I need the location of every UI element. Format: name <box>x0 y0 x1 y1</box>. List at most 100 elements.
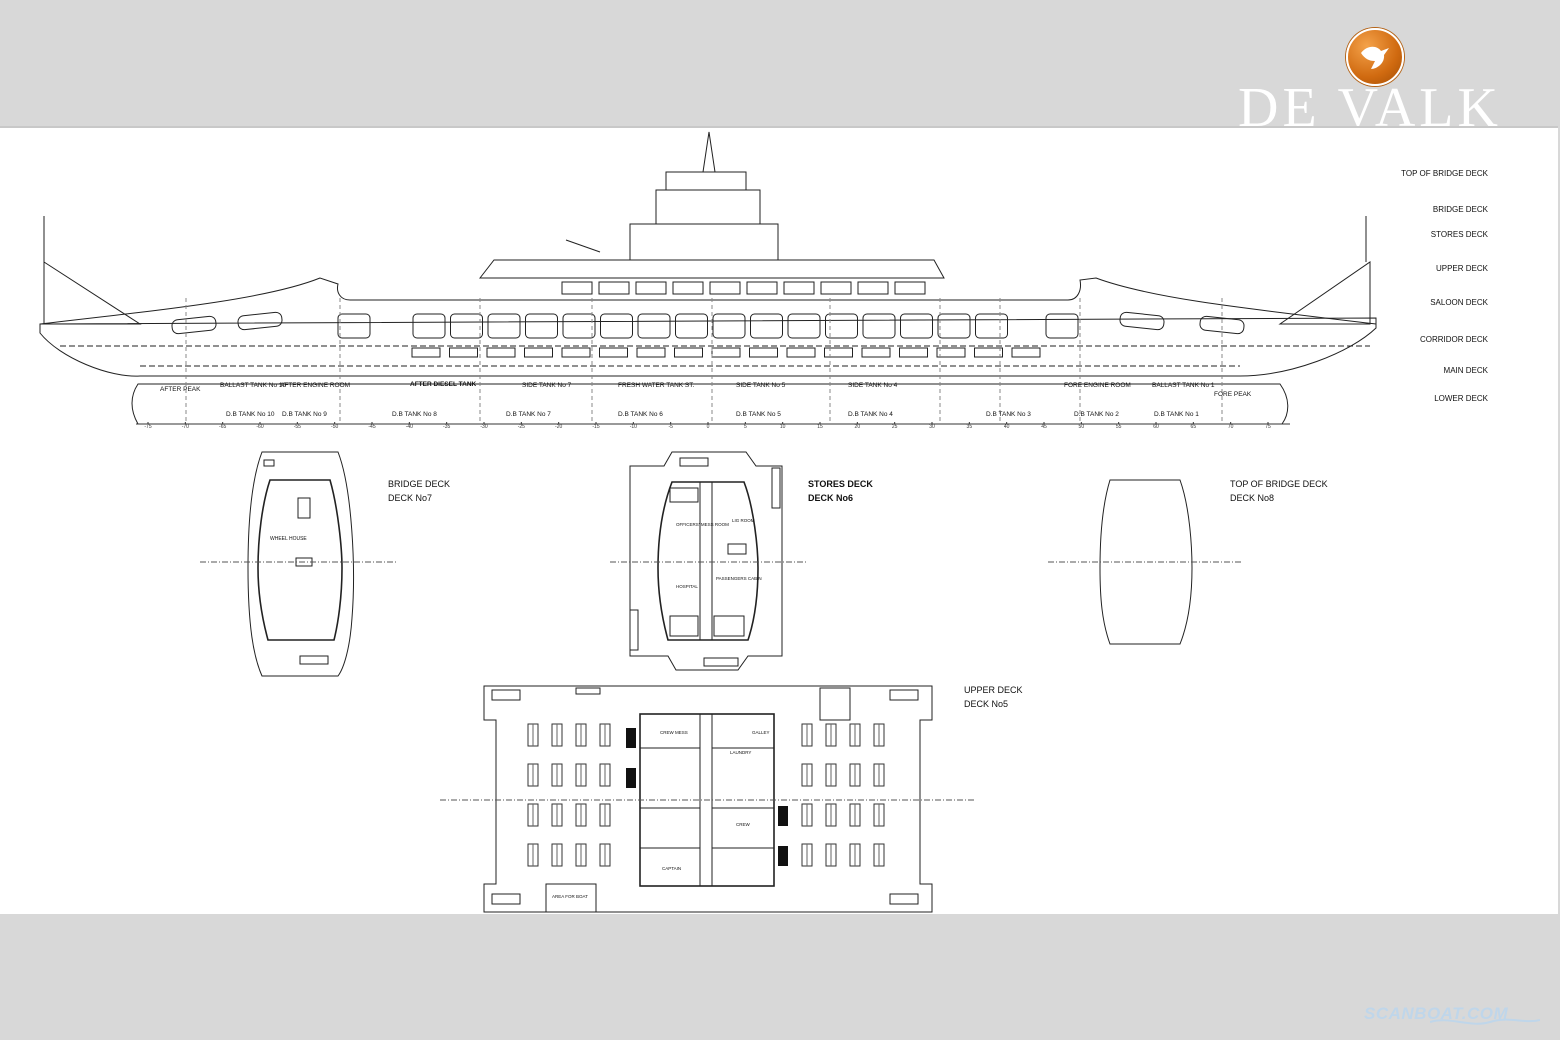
bow-ramp <box>1278 261 1371 325</box>
frame-mark: -55 <box>294 424 301 430</box>
stores-deck-plan <box>610 451 806 671</box>
frame-mark: -50 <box>331 424 338 430</box>
frame-mark: 65 <box>1191 424 1197 430</box>
db-tank-label: D.B TANK No 4 <box>848 411 893 418</box>
db-tank-label: D.B TANK No 2 <box>1074 411 1119 418</box>
frame-mark: -70 <box>182 424 189 430</box>
frame-mark: 40 <box>1004 424 1010 430</box>
db-tank-label: D.B TANK No 6 <box>618 411 663 418</box>
bridge-deck-plan <box>200 451 398 677</box>
db-tank-label: D.B TANK No 1 <box>1154 411 1199 418</box>
stores-deck-title: STORES DECK <box>808 479 873 489</box>
falcon-logo-icon <box>1346 28 1404 86</box>
db-tank-label: D.B TANK No 9 <box>282 411 327 418</box>
frame-mark: -5 <box>668 424 673 430</box>
frame-mark: 0 <box>707 424 710 430</box>
frame-mark: -65 <box>219 424 226 430</box>
boat-area-label: AREA FOR BOAT <box>552 894 588 899</box>
bridge-deck-title: BRIDGE DECK <box>388 479 450 489</box>
frame-mark: 30 <box>929 424 935 430</box>
frame-mark: -75 <box>144 424 151 430</box>
deck-level-label: TOP OF BRIDGE DECK <box>1401 169 1488 178</box>
frame-mark: -35 <box>443 424 450 430</box>
tank-label: FORE PEAK <box>1214 391 1252 398</box>
frame-mark: -40 <box>406 424 413 430</box>
frame-mark: -45 <box>368 424 375 430</box>
stores-deck-house <box>629 223 779 261</box>
frame-mark: 10 <box>780 424 786 430</box>
frame-mark: 45 <box>1041 424 1047 430</box>
tank-label: FORE ENGINE ROOM <box>1064 382 1131 389</box>
bulkhead-lines <box>185 298 1223 424</box>
frame-mark: -10 <box>630 424 637 430</box>
brand-logo: DE VALK <box>1236 22 1536 136</box>
upper-window-row <box>561 281 926 295</box>
deck-level-label: BRIDGE DECK <box>1433 205 1489 214</box>
hull-lower <box>131 383 1289 425</box>
deck-level-label: LOWER DECK <box>1434 394 1488 403</box>
passenger-seating <box>527 723 885 867</box>
deck-level-label: SALOON DECK <box>1430 298 1488 307</box>
officers-mess-label: OFFICERS' MESS ROOM <box>676 522 729 527</box>
frame-mark: -60 <box>256 424 263 430</box>
frame-mark: -20 <box>555 424 562 430</box>
mast <box>702 131 716 173</box>
frame-mark: -25 <box>518 424 525 430</box>
drawing-sheet: TOP OF BRIDGE DECK BRIDGE DECK STORES DECK… <box>0 126 1558 914</box>
frame-mark: 15 <box>817 424 823 430</box>
frame-mark: -30 <box>480 424 487 430</box>
saloon-deck-house <box>478 259 945 279</box>
captain-label: CAPTAIN <box>662 866 681 871</box>
tank-label: SIDE TANK No 7 <box>522 382 572 389</box>
upper-deck-black-blocks <box>626 728 788 866</box>
db-tank-label: D.B TANK No 8 <box>392 411 437 418</box>
frame-mark: -15 <box>592 424 599 430</box>
upper-deck-title: UPPER DECK <box>964 685 1023 695</box>
db-tank-label: D.B TANK No 7 <box>506 411 551 418</box>
upper-deck-subtitle: DECK No5 <box>964 699 1008 709</box>
deck-level-labels: TOP OF BRIDGE DECK BRIDGE DECK STORES DECK… <box>1401 169 1489 403</box>
bridge-house <box>655 189 761 225</box>
tank-label: AFTER ENGINE ROOM <box>280 382 350 389</box>
deck-level-label: CORRIDOR DECK <box>1420 335 1489 344</box>
db-tank-label: D.B TANK No 10 <box>226 411 275 418</box>
deck-level-label: MAIN DECK <box>1444 366 1489 375</box>
wheel-house-label: WHEEL HOUSE <box>270 536 307 542</box>
frame-mark: 55 <box>1116 424 1122 430</box>
tank-label: BALLAST TANK No 1 <box>1152 382 1215 389</box>
deck-level-label: STORES DECK <box>1431 230 1489 239</box>
corridor-window-row <box>411 347 1041 358</box>
tank-label: BALLAST TANK No 10 <box>220 382 287 389</box>
frame-mark: 25 <box>892 424 898 430</box>
tank-label: SIDE TANK No 4 <box>848 382 898 389</box>
stern-ramp <box>43 261 142 325</box>
galley-label: GALLEY <box>752 730 770 735</box>
tank-label: AFTER PEAK <box>160 386 201 393</box>
frame-mark: 5 <box>744 424 747 430</box>
scanboat-watermark: SCANBOAT.COM <box>1364 1004 1509 1023</box>
frame-mark: 60 <box>1153 424 1159 430</box>
passengers-cabin-label: PASSENGERS CABIN <box>716 576 762 581</box>
double-bottom-labels: D.B TANK No 10 D.B TANK No 9 D.B TANK No 8… <box>226 411 1199 418</box>
hospital-label: HOSPITAL <box>676 584 698 589</box>
frame-scale: -75-70-65-60-55-50-45-40-35-30-25-20-15-… <box>144 422 1271 430</box>
top-bridge-deck-plan <box>1048 479 1242 645</box>
frame-mark: 50 <box>1079 424 1085 430</box>
lig-room-label: LIG ROOM <box>732 518 755 523</box>
frame-mark: 20 <box>855 424 861 430</box>
ship-profile <box>39 131 1377 425</box>
tank-label: SIDE TANK No 5 <box>736 382 786 389</box>
upper-deck-plan <box>440 685 976 913</box>
crew-cabin-label: CREW <box>736 822 751 827</box>
frame-mark: 35 <box>967 424 973 430</box>
tank-label: FRESH WATER TANK ST. <box>618 382 695 389</box>
top-bridge-deck-title: TOP OF BRIDGE DECK <box>1230 479 1328 489</box>
deck-level-label: UPPER DECK <box>1436 264 1489 273</box>
crew-mess-label: CREW MESS <box>660 730 688 735</box>
frame-mark: 70 <box>1228 424 1234 430</box>
db-tank-label: D.B TANK No 3 <box>986 411 1031 418</box>
bridge-deck-subtitle: DECK No7 <box>388 493 432 503</box>
general-arrangement-drawing: TOP OF BRIDGE DECK BRIDGE DECK STORES DECK… <box>39 131 1489 913</box>
tank-label: AFTER DIESEL TANK <box>410 381 477 388</box>
